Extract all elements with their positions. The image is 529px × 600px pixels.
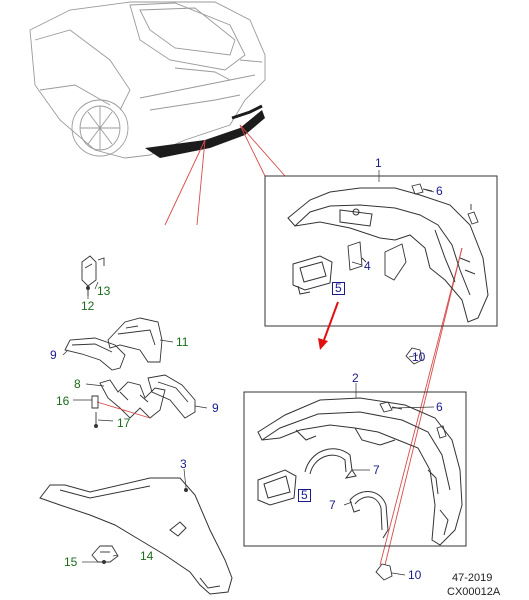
callout-2: 2: [352, 371, 359, 385]
part-5-lower: [257, 469, 297, 506]
callout-16: 16: [56, 394, 70, 408]
heat-shield-11: [107, 317, 163, 363]
callout-1: 1: [375, 156, 382, 170]
callout-14: 14: [140, 549, 154, 563]
callout-leaders: [62, 170, 435, 576]
callout-10-upper: 10: [412, 350, 426, 364]
callout-6-upper: 6: [436, 184, 443, 198]
callout-8: 8: [74, 377, 81, 391]
part-5-upper: [292, 255, 333, 295]
callout-3: 3: [180, 457, 187, 471]
bracket-9-left: [64, 337, 126, 371]
callout-12: 12: [81, 299, 95, 313]
bracket-7: [304, 448, 389, 539]
car-diffuser-highlight: [145, 110, 265, 158]
lower-detail-box: [243, 391, 467, 547]
callout-13: 13: [97, 284, 111, 298]
footer-figure-id: CX00012A: [447, 586, 501, 598]
car-rear-illustration: [29, 1, 266, 159]
rear-diffuser-lower: [257, 397, 463, 546]
callout-4: 4: [364, 259, 371, 273]
bracket-14: [91, 545, 119, 564]
callout-7-upper: 7: [373, 463, 380, 477]
callout-7-lower: 7: [329, 498, 336, 512]
callout-10-lower: 10: [408, 568, 422, 582]
clip-6-upper: [411, 183, 479, 225]
bracket-4: [347, 241, 407, 281]
callout-9-left: 9: [50, 348, 57, 362]
fasteners-16-17: [91, 395, 99, 428]
footer-date-code: 47-2019: [452, 572, 493, 584]
callout-17: 17: [117, 416, 131, 430]
bracket-8: [99, 379, 166, 419]
leader-17: [96, 401, 151, 419]
cap-10-upper: [405, 347, 423, 365]
cap-10-lower: [375, 563, 393, 581]
underbody-shield-3: [39, 477, 233, 595]
callout-11: 11: [176, 335, 189, 349]
callout-6-lower: 6: [436, 400, 443, 414]
callout-5-lower: 5: [298, 489, 311, 502]
upper-detail-box: [264, 175, 498, 327]
callout-9-right: 9: [212, 401, 219, 415]
rear-diffuser-upper: [287, 187, 489, 323]
red-pointer-arrow: [318, 301, 339, 350]
callout-15: 15: [64, 555, 78, 569]
callout-5-upper: 5: [332, 282, 345, 295]
leader-lines: [164, 124, 463, 566]
bracket-9-right: [147, 374, 196, 419]
